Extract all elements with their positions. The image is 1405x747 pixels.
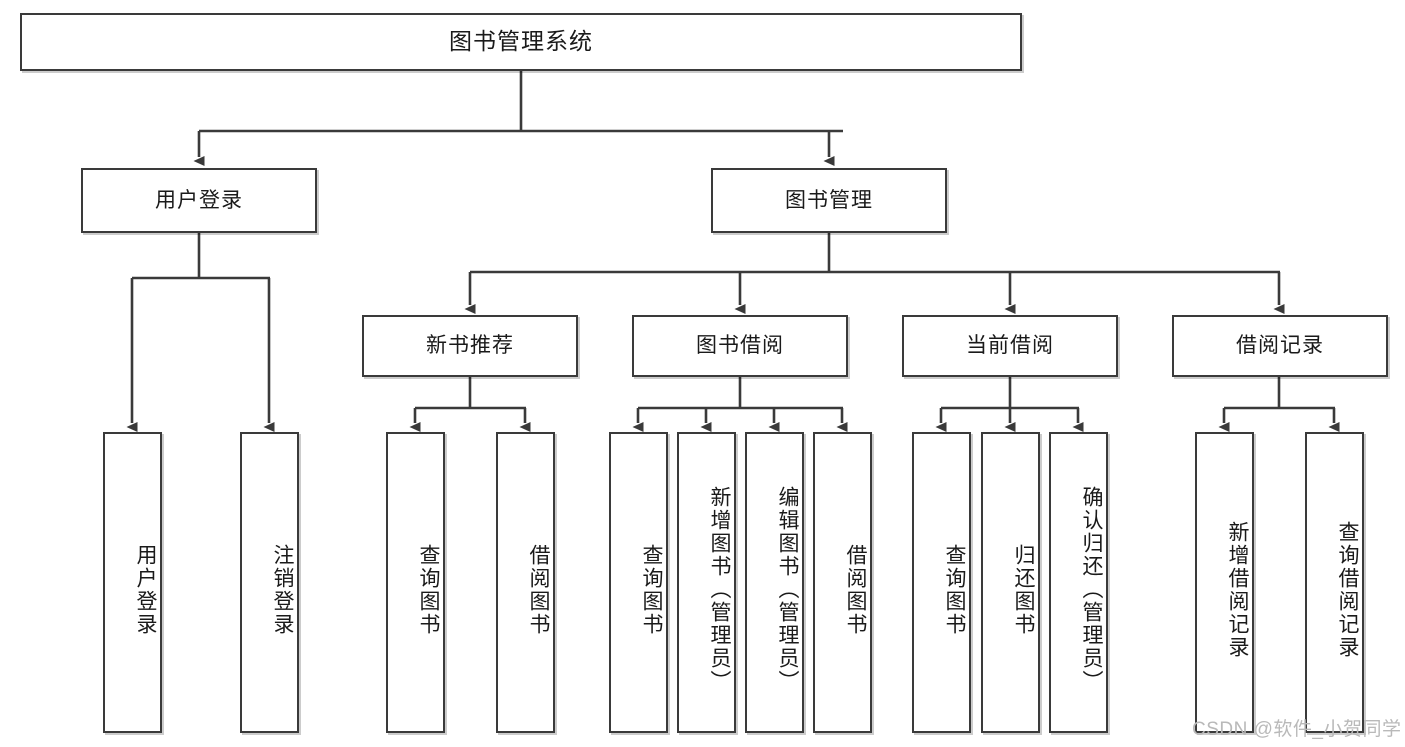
node-current-borrowing[interactable]: 当前借阅 — [902, 315, 1118, 377]
node-label: 借阅记录 — [1236, 334, 1324, 358]
node-book-management[interactable]: 图书管理 — [711, 168, 947, 233]
leaf-book-borrow-edit-book-admin[interactable]: 编辑图书（管理员） — [745, 432, 804, 733]
node-label: 查询图书 — [417, 543, 440, 636]
node-label: 借阅图书 — [527, 543, 550, 636]
node-label: 借阅图书 — [844, 543, 867, 636]
node-label: 确认归还（管理员） — [1080, 486, 1103, 693]
node-user-login[interactable]: 用户登录 — [81, 168, 317, 233]
node-label: 查询图书 — [943, 543, 966, 636]
node-new-book-recommendation[interactable]: 新书推荐 — [362, 315, 578, 377]
csdn-watermark: CSDN @软件_小贺同学 — [1192, 719, 1402, 740]
node-label: 用户登录 — [155, 188, 243, 212]
node-label: 查询图书 — [640, 543, 663, 636]
node-borrowing-record[interactable]: 借阅记录 — [1172, 315, 1388, 377]
node-label: 注销登录 — [271, 543, 294, 636]
node-label: 用户登录 — [134, 543, 157, 636]
leaf-borrow-record-query-record[interactable]: 查询借阅记录 — [1305, 432, 1364, 733]
leaf-book-borrow-add-book-admin[interactable]: 新增图书（管理员） — [677, 432, 736, 733]
node-label: 当前借阅 — [966, 334, 1054, 358]
node-book-borrowing[interactable]: 图书借阅 — [632, 315, 848, 377]
node-label: 查询借阅记录 — [1336, 520, 1359, 659]
node-label: 图书管理系统 — [449, 28, 593, 55]
node-label: 新增借阅记录 — [1226, 520, 1249, 659]
node-label: 归还图书 — [1012, 543, 1035, 636]
leaf-book-borrow-query-book[interactable]: 查询图书 — [609, 432, 668, 733]
node-label: 图书管理 — [785, 188, 873, 212]
node-label: 新书推荐 — [426, 334, 514, 358]
leaf-new-book-borrow-book[interactable]: 借阅图书 — [496, 432, 555, 733]
leaf-user-login-login[interactable]: 用户登录 — [103, 432, 162, 733]
leaf-current-borrow-confirm-return-admin[interactable]: 确认归还（管理员） — [1049, 432, 1108, 733]
leaf-new-book-query-book[interactable]: 查询图书 — [386, 432, 445, 733]
node-label: 编辑图书（管理员） — [776, 486, 799, 693]
leaf-current-borrow-return-book[interactable]: 归还图书 — [981, 432, 1040, 733]
node-label: 图书借阅 — [696, 334, 784, 358]
leaf-user-login-logout[interactable]: 注销登录 — [240, 432, 299, 733]
node-root-book-management-system[interactable]: 图书管理系统 — [20, 13, 1022, 71]
leaf-current-borrow-query-book[interactable]: 查询图书 — [912, 432, 971, 733]
leaf-borrow-record-add-record[interactable]: 新增借阅记录 — [1195, 432, 1254, 733]
node-label: 新增图书（管理员） — [708, 486, 731, 693]
leaf-book-borrow-borrow-book[interactable]: 借阅图书 — [813, 432, 872, 733]
